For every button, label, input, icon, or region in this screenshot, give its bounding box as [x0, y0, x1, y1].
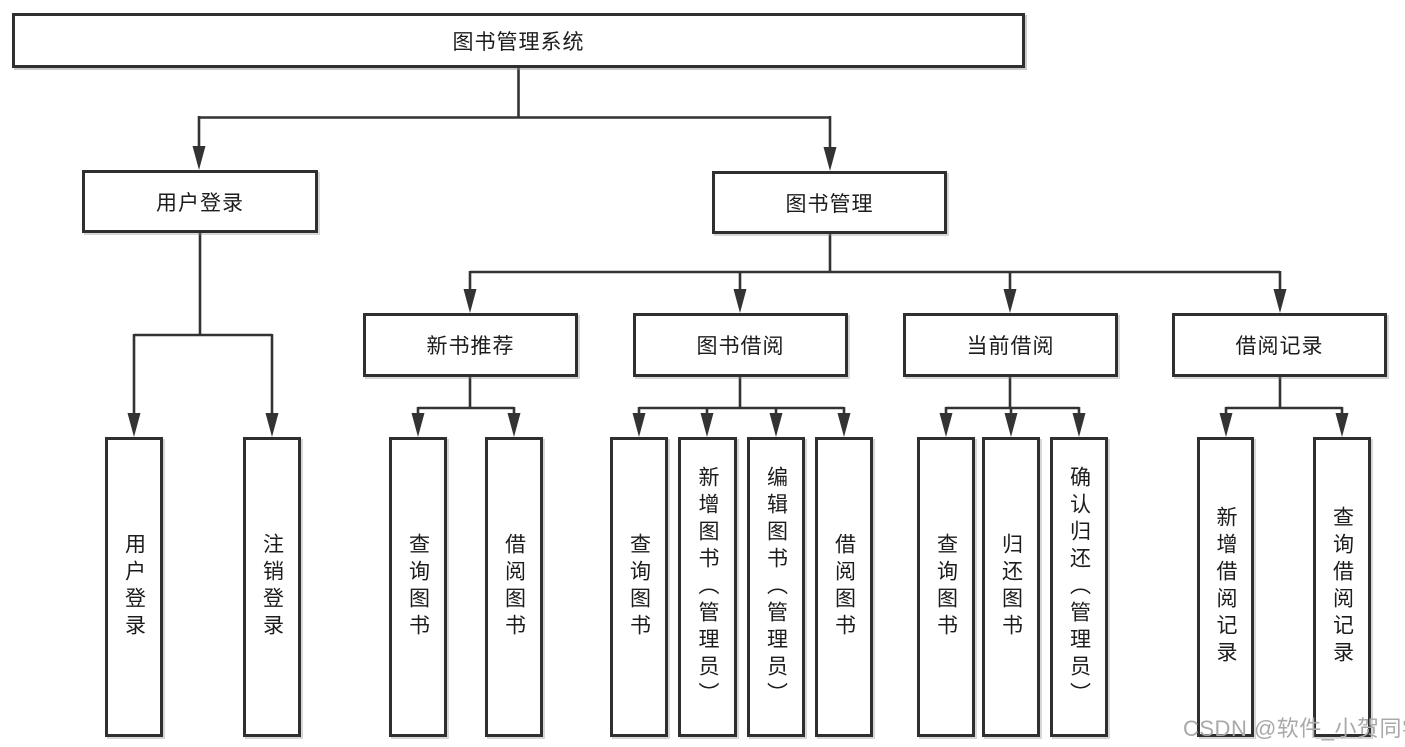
node-borrow-records: 借阅记录	[1172, 313, 1387, 377]
leaf-query-books-borrow: 查询图书	[610, 437, 668, 737]
node-current-borrow: 当前借阅	[903, 313, 1118, 377]
node-label: 用户登录	[156, 191, 244, 215]
leaf-return-books: 归还图书	[982, 437, 1040, 737]
leaf-query-books-current: 查询图书	[917, 437, 975, 737]
node-book-borrow: 图书借阅	[633, 313, 848, 377]
node-user-login: 用户登录	[82, 170, 318, 233]
leaf-query-borrow-record: 查询借阅记录	[1313, 437, 1371, 737]
leaf-add-books-admin: 新增图书（管理员）	[678, 437, 737, 737]
arrowheads	[127, 146, 1349, 437]
leaf-borrow-books-recommend: 借阅图书	[485, 437, 543, 737]
leaf-confirm-return-admin: 确认归还（管理员）	[1050, 437, 1108, 737]
node-library-management-system: 图书管理系统	[12, 13, 1025, 68]
node-label: 借阅记录	[1235, 335, 1324, 358]
leaf-user-login: 用户登录	[105, 437, 163, 737]
node-label: 图书管理	[785, 192, 874, 216]
node-label: 新书推荐	[426, 335, 515, 358]
leaf-borrow-books: 借阅图书	[815, 437, 873, 737]
node-book-management: 图书管理	[712, 171, 947, 234]
node-label: 图书管理系统	[452, 30, 585, 54]
leaf-add-borrow-record: 新增借阅记录	[1197, 437, 1254, 737]
node-label: 当前借阅	[966, 335, 1055, 358]
csdn-watermark: CSDN @软件_小贺同学	[1183, 716, 1405, 741]
leaf-edit-books-admin: 编辑图书（管理员）	[747, 437, 805, 737]
node-new-book-recommend: 新书推荐	[363, 313, 578, 377]
leaf-logout: 注销登录	[243, 437, 301, 737]
node-label: 图书借阅	[696, 335, 785, 358]
leaf-query-books-recommend: 查询图书	[389, 437, 447, 737]
